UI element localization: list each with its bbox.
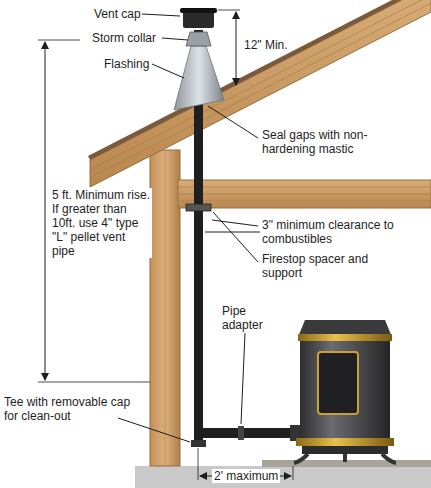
callout-label: Storm collar [92, 31, 156, 45]
callout-label: Tee with removable cap for clean-out [4, 395, 132, 423]
callout-label: Seal gaps with non-hardening mastic [262, 128, 412, 156]
callout-label: Flashing [104, 57, 149, 71]
dimension-label: 12" Min. [244, 38, 288, 52]
dimension-label: 2' maximum [212, 469, 280, 483]
dimension-label: 5 ft. Minimum rise. If greater than 10ft… [50, 188, 152, 258]
callout-label: 3" minimum clearance to combustibles [262, 218, 412, 246]
callout-label: Pipe adapter [222, 304, 282, 332]
callout-label: Vent cap [94, 7, 141, 21]
callout-label: Firestop spacer and support [262, 252, 392, 280]
